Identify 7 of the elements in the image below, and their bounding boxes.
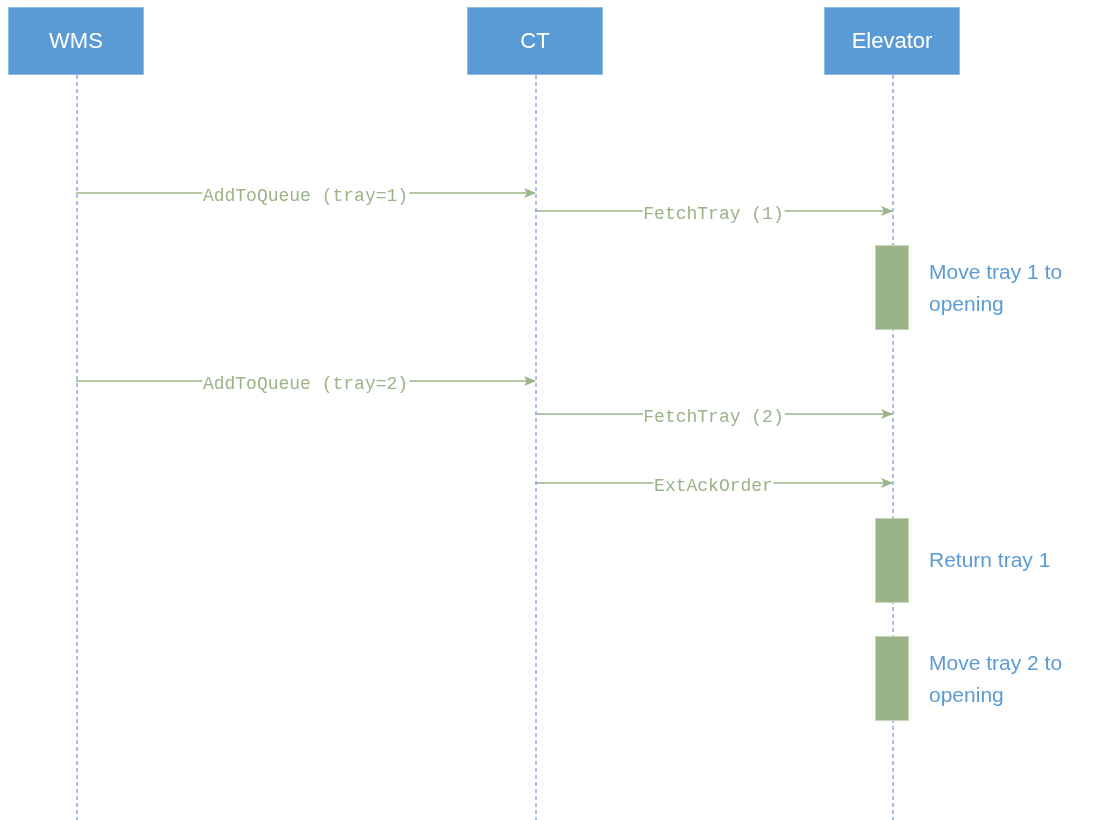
edge-label: AddToQueue (tray=2) [201, 374, 410, 394]
edge-label: FetchTray (2) [642, 407, 785, 427]
edge-label: AddToQueue (tray=1) [201, 186, 410, 206]
activity-note: Move tray 1 to opening [929, 259, 1064, 317]
activity-note: Return tray 1 [929, 547, 1052, 573]
edge-label: FetchTray (1) [642, 204, 785, 224]
activity-note: Move tray 2 to opening [929, 650, 1064, 708]
